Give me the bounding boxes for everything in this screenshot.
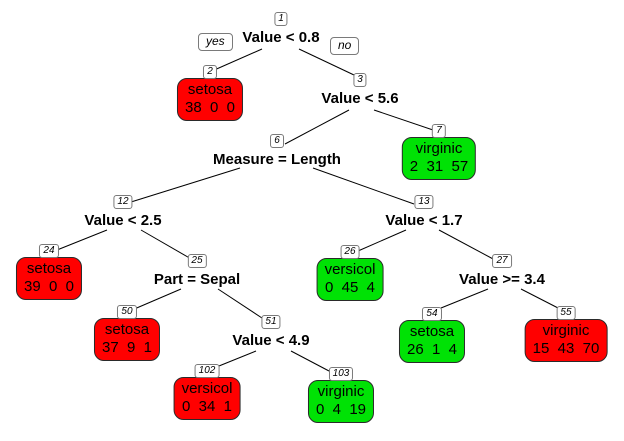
node-id-tag: 13 (414, 195, 434, 209)
split-node-27: 27 Value >= 3.4 (459, 254, 545, 287)
leaf-node-102: 102 versicol 0 34 1 (173, 364, 241, 420)
edge-1-2 (211, 48, 263, 72)
leaf-class-label: versicol (181, 380, 233, 397)
split-node-25: 25 Part = Sepal (154, 254, 240, 287)
leaf-counts: 39 0 0 (23, 278, 75, 295)
leaf-node-7: 7 virginic 2 31 57 (401, 124, 477, 180)
node-id-tag: 1 (274, 12, 288, 26)
edge-27-54 (440, 288, 489, 309)
node-id-tag: 3 (353, 73, 367, 87)
leaf-class-label: setosa (409, 323, 455, 340)
edge-3-6 (284, 109, 350, 145)
edge-6-12 (130, 167, 241, 203)
node-id-tag: 51 (261, 315, 281, 329)
leaf-counts: 0 45 4 (324, 279, 376, 296)
leaf-counts: 37 9 1 (101, 339, 153, 356)
edge-3-7 (373, 109, 434, 131)
leaf-class-label: setosa (104, 321, 150, 338)
split-label: Value < 0.8 (242, 29, 320, 46)
edge-1-3 (298, 48, 355, 76)
node-id-tag: 102 (194, 364, 220, 378)
edge-25-51 (217, 288, 266, 321)
split-label: Value < 5.6 (321, 90, 399, 107)
split-label: Value >= 3.4 (459, 271, 545, 288)
split-node-51: 51 Value < 4.9 (232, 315, 310, 349)
edge-25-50 (131, 288, 182, 311)
node-id-tag: 50 (117, 305, 137, 319)
edge-27-55 (520, 288, 561, 310)
node-id-tag: 2 (203, 65, 217, 79)
leaf-counts: 0 34 1 (181, 398, 233, 415)
node-id-tag: 6 (270, 134, 284, 148)
branch-label-yes: yes (198, 33, 233, 51)
leaf-counts: 38 0 0 (184, 99, 236, 116)
edge-6-13 (312, 167, 415, 205)
leaf-node-55: 55 virginic 15 43 70 (524, 306, 608, 362)
leaf-counts: 15 43 70 (532, 340, 600, 357)
node-id-tag: 24 (39, 244, 59, 258)
split-label: Measure = Length (213, 151, 341, 168)
leaf-class-label: versicol (324, 261, 376, 278)
split-node-3: 3 Value < 5.6 (321, 73, 399, 107)
leaf-box: virginic 0 4 19 (307, 380, 375, 423)
leaf-node-50: 50 setosa 37 9 1 (93, 305, 161, 361)
leaf-node-24: 24 setosa 39 0 0 (15, 244, 83, 300)
split-node-1: 1 Value < 0.8 (242, 12, 320, 46)
edge-51-102 (213, 350, 257, 369)
leaf-class-label: setosa (26, 260, 72, 277)
edge-13-27 (438, 229, 496, 261)
leaf-node-54: 54 setosa 26 1 4 (398, 307, 466, 363)
leaf-class-label: setosa (187, 81, 233, 98)
node-id-tag: 26 (340, 245, 360, 259)
node-id-tag: 54 (422, 307, 442, 321)
node-id-tag: 103 (328, 367, 354, 381)
leaf-box: virginic 15 43 70 (524, 319, 608, 362)
leaf-box: setosa 26 1 4 (398, 320, 466, 363)
node-id-tag: 55 (556, 306, 576, 320)
node-id-tag: 7 (432, 124, 446, 138)
split-label: Value < 1.7 (385, 212, 463, 229)
node-id-tag: 27 (492, 254, 512, 268)
leaf-box: virginic 2 31 57 (401, 137, 477, 180)
edge-12-24 (56, 229, 108, 251)
node-id-tag: 12 (113, 195, 133, 209)
leaf-node-103: 103 virginic 0 4 19 (307, 367, 375, 423)
edge-13-26 (357, 229, 407, 252)
split-label: Part = Sepal (153, 271, 241, 288)
edge-51-103 (290, 350, 330, 372)
leaf-box: versicol 0 45 4 (316, 258, 384, 301)
leaf-counts: 26 1 4 (406, 341, 458, 358)
split-node-13: 13 Value < 1.7 (385, 195, 463, 229)
leaf-counts: 0 4 19 (315, 401, 367, 418)
node-id-tag: 25 (187, 254, 207, 268)
split-label: Value < 4.9 (232, 332, 310, 349)
split-node-12: 12 Value < 2.5 (84, 195, 162, 229)
leaf-class-label: virginic (542, 322, 590, 339)
leaf-counts: 2 31 57 (409, 158, 469, 175)
leaf-box: setosa 37 9 1 (93, 318, 161, 361)
leaf-box: setosa 38 0 0 (176, 78, 244, 121)
leaf-box: setosa 39 0 0 (15, 257, 83, 300)
split-label: Value < 2.5 (84, 212, 162, 229)
leaf-class-label: virginic (317, 383, 365, 400)
branch-label-no: no (330, 37, 360, 55)
leaf-node-26: 26 versicol 0 45 4 (316, 245, 384, 301)
leaf-class-label: virginic (415, 140, 463, 157)
leaf-box: versicol 0 34 1 (173, 377, 241, 420)
edge-12-25 (140, 229, 194, 261)
split-node-6: 6 Measure = Length (213, 134, 341, 167)
leaf-node-2: 2 setosa 38 0 0 (176, 65, 244, 121)
